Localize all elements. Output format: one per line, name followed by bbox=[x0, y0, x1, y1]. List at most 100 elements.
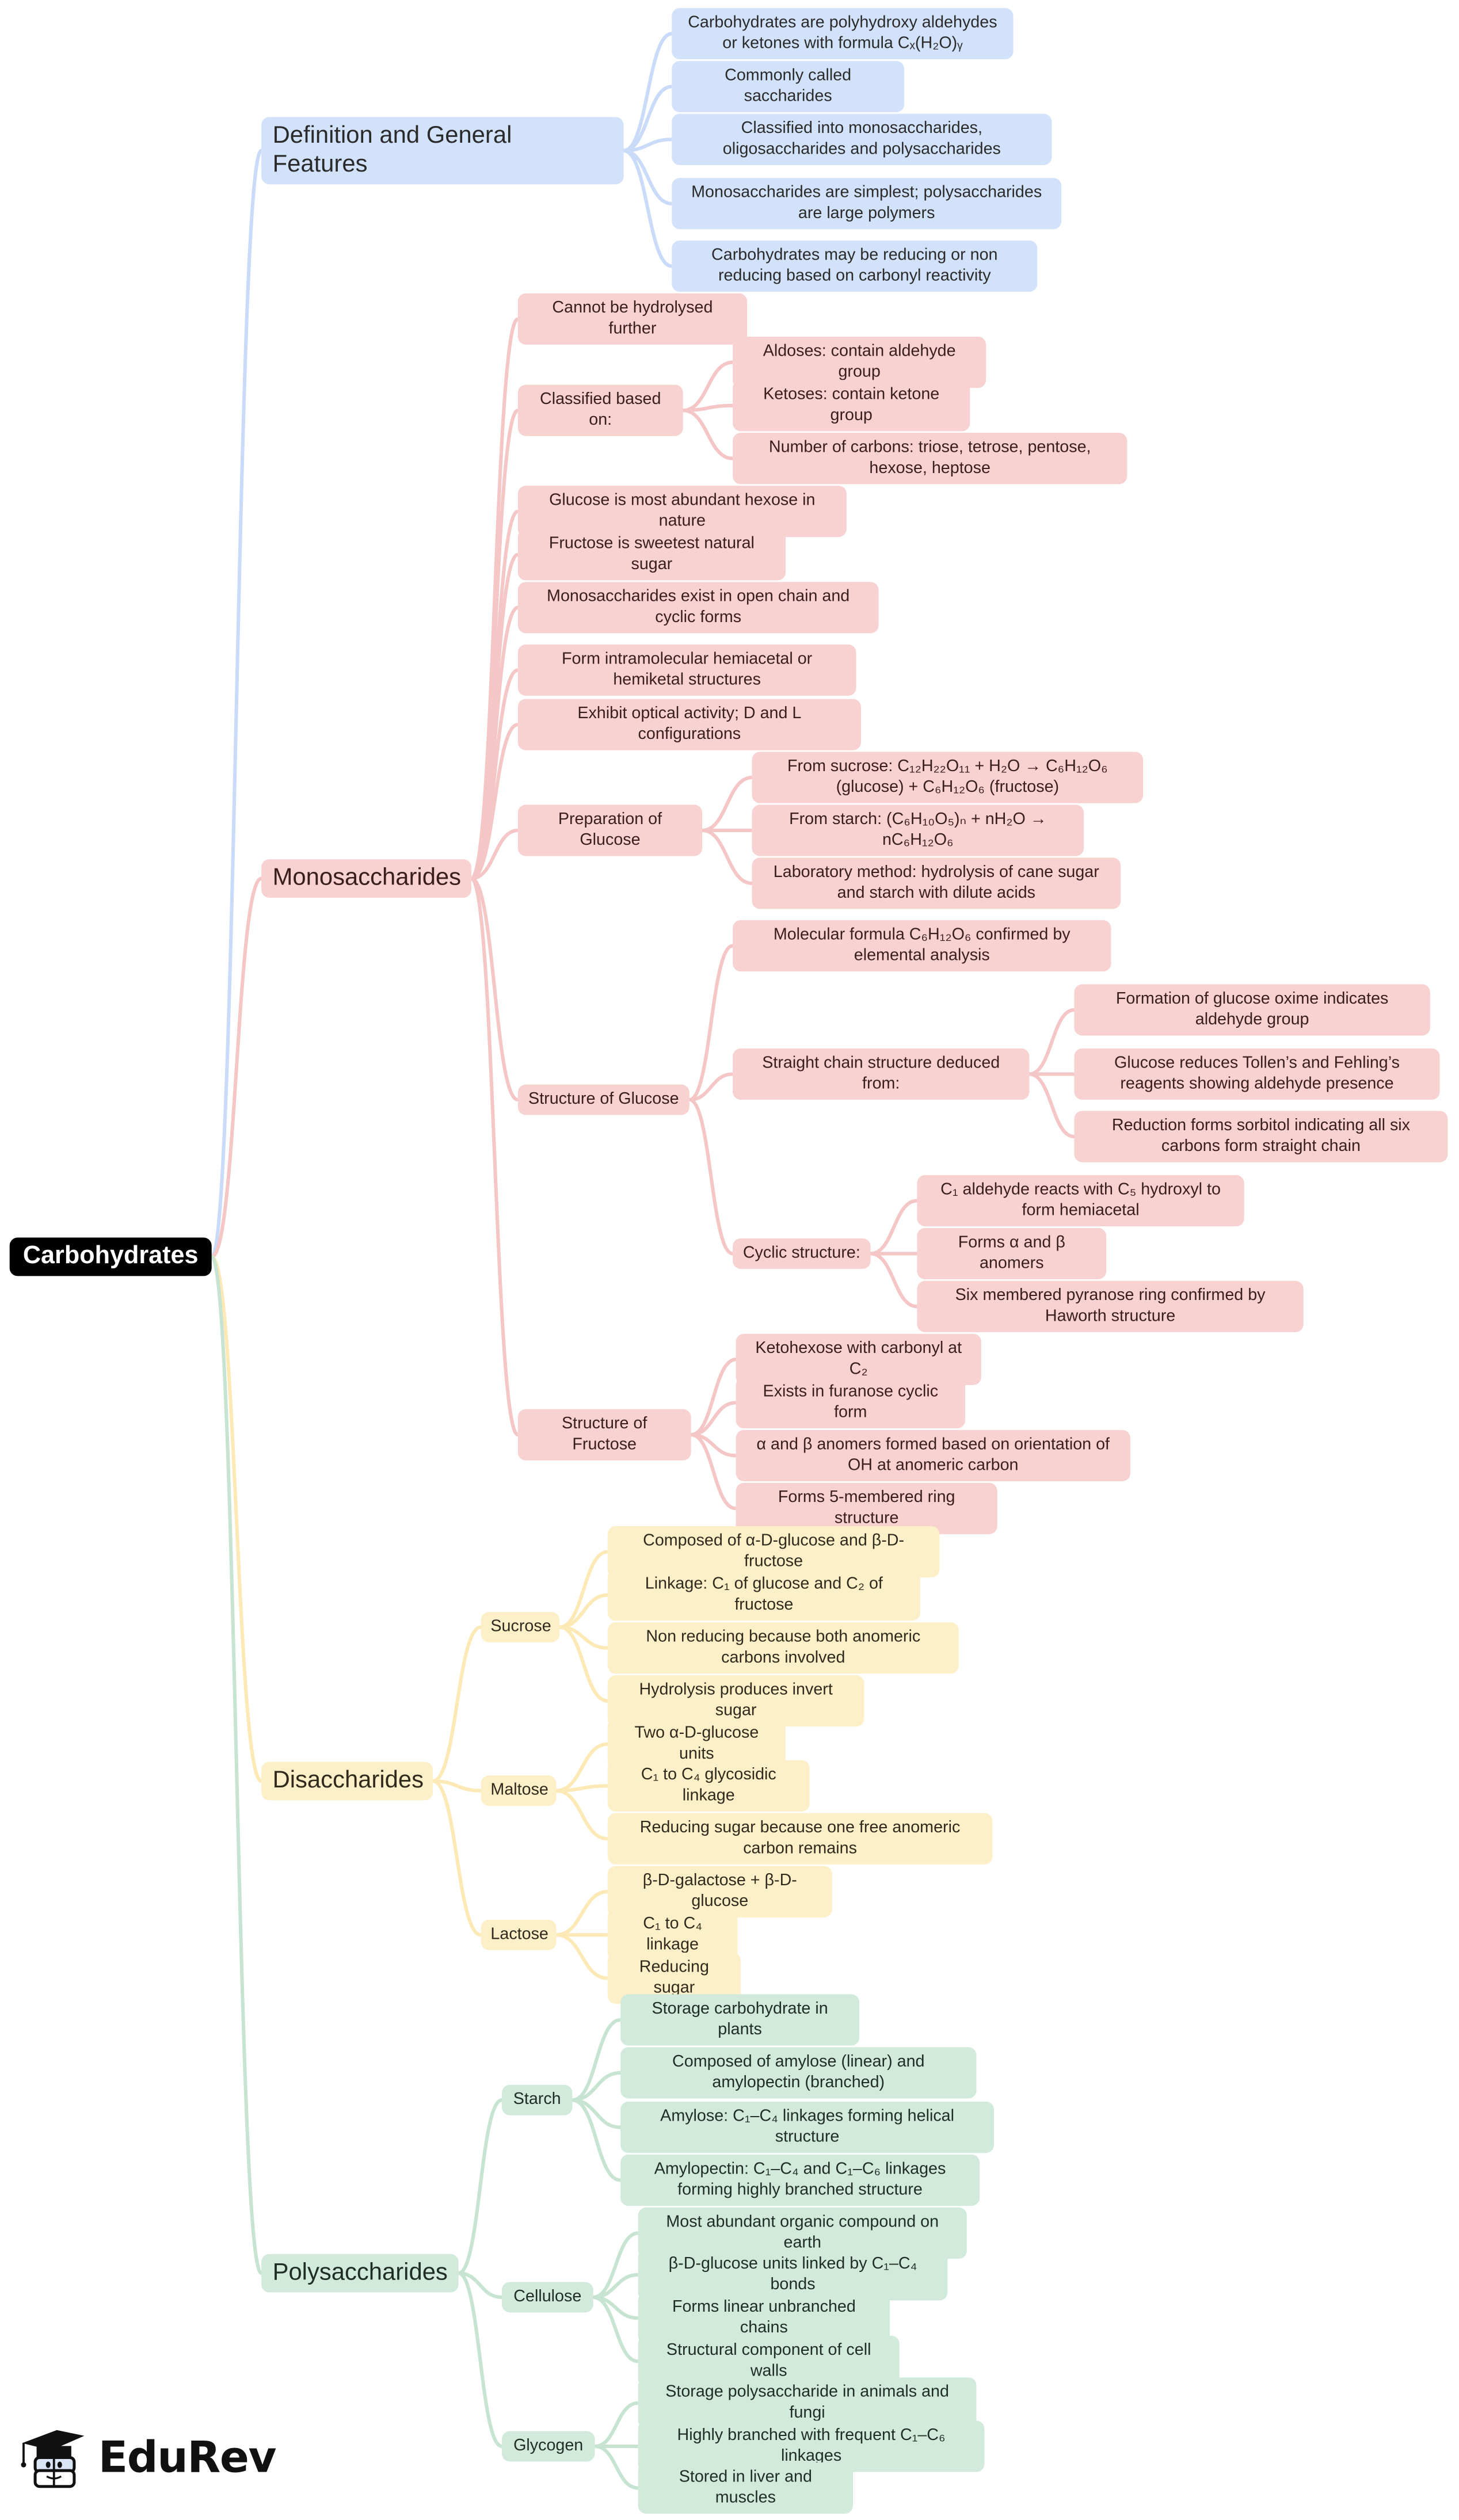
connector-line bbox=[432, 1625, 482, 1783]
connector-line bbox=[595, 2444, 639, 2490]
connector-line bbox=[209, 1255, 264, 2275]
connector-line bbox=[211, 876, 262, 1259]
connector-line bbox=[623, 148, 672, 205]
leaf-node[interactable]: Fructose is sweetest natural sugar bbox=[517, 529, 786, 581]
branch-monosaccharides[interactable]: Monosaccharides bbox=[261, 859, 471, 898]
leaf-node[interactable]: Cannot be hydrolysed further bbox=[517, 293, 748, 345]
leaf-node[interactable]: β-D-glucose units linked by C₁–C₄ bonds bbox=[638, 2249, 948, 2301]
leaf-node[interactable]: Glucose reduces Tollen’s and Fehling’s r… bbox=[1074, 1048, 1440, 1100]
leaf-node[interactable]: Molecular formula C₆H₁₂O₆ confirmed by e… bbox=[733, 920, 1111, 972]
branch-definition[interactable]: Definition and General Features bbox=[261, 117, 624, 185]
leaf-node[interactable]: Carbohydrates are polyhydroxy aldehydes … bbox=[672, 7, 1014, 60]
connector-line bbox=[1028, 1008, 1075, 1076]
sub-node-straight-chain[interactable]: Straight chain structure deduced from: bbox=[733, 1048, 1030, 1100]
leaf-node[interactable]: Storage carbohydrate in plants bbox=[620, 1994, 860, 2046]
connector-line bbox=[470, 876, 519, 1102]
leaf-node[interactable]: Number of carbons: triose, tetrose, pent… bbox=[733, 433, 1127, 485]
root-node[interactable]: Carbohydrates bbox=[9, 1237, 212, 1276]
leaf-node[interactable]: Ketoses: contain ketone group bbox=[733, 380, 970, 432]
sub-node-cyclic-structure[interactable]: Cyclic structure: bbox=[733, 1238, 871, 1269]
leaf-node[interactable]: Exhibit optical activity; D and L config… bbox=[517, 699, 861, 750]
leaf-node[interactable]: Formation of glucose oxime indicates ald… bbox=[1074, 984, 1430, 1036]
leaf-node[interactable]: Linkage: C₁ of glucose and C₂ of fructos… bbox=[607, 1569, 920, 1621]
leaf-node[interactable]: Laboratory method: hydrolysis of cane su… bbox=[752, 857, 1121, 909]
connector-line bbox=[623, 148, 672, 268]
leaf-node[interactable]: Forms 5-membered ring structure bbox=[736, 1482, 997, 1534]
connector-line bbox=[691, 1433, 737, 1511]
sub-node-starch[interactable]: Starch bbox=[501, 2084, 573, 2115]
sub-node-cellulose[interactable]: Cellulose bbox=[501, 2282, 593, 2313]
connector-line bbox=[688, 1097, 734, 1256]
leaf-node[interactable]: Forms α and β anomers bbox=[917, 1227, 1107, 1279]
connector-line bbox=[623, 138, 672, 153]
connector-line bbox=[458, 2271, 502, 2299]
leaf-node[interactable]: Monosaccharides are simplest; polysaccha… bbox=[672, 178, 1062, 230]
connector-line bbox=[433, 1779, 481, 1793]
leaf-node[interactable]: C₁ to C₄ glycosidic linkage bbox=[607, 1760, 810, 1812]
leaf-node[interactable]: Six membered pyranose ring confirmed by … bbox=[917, 1280, 1304, 1332]
sub-node-glycogen[interactable]: Glycogen bbox=[501, 2431, 595, 2462]
leaf-node[interactable]: Amylopectin: C₁–C₄ and C₁–C₆ linkages fo… bbox=[620, 2154, 980, 2206]
connector-line bbox=[702, 828, 752, 885]
leaf-node[interactable]: Storage polysaccharide in animals and fu… bbox=[638, 2377, 977, 2429]
branch-disaccharides[interactable]: Disaccharides bbox=[261, 1762, 433, 1801]
sub-node-structure-of-fructose[interactable]: Structure of Fructose bbox=[517, 1409, 691, 1461]
leaf-node[interactable]: Reducing sugar because one free anomeric… bbox=[607, 1813, 993, 1865]
connector-line bbox=[593, 2295, 639, 2363]
connector-line bbox=[211, 1255, 262, 1783]
leaf-node[interactable]: Non reducing because both anomeric carbo… bbox=[607, 1622, 959, 1674]
leaf-node[interactable]: Composed of amylose (linear) and amylope… bbox=[620, 2047, 977, 2099]
leaf-node[interactable]: Stored in liver and muscles bbox=[638, 2462, 853, 2514]
leaf-node[interactable]: Forms linear unbranched chains bbox=[638, 2292, 890, 2344]
connector-line bbox=[870, 1252, 917, 1309]
connector-line bbox=[556, 1789, 608, 1841]
leaf-node[interactable]: α and β anomers formed based on orientat… bbox=[736, 1429, 1130, 1481]
connector-line bbox=[572, 2018, 621, 2102]
connector-line bbox=[572, 2098, 621, 2182]
leaf-node[interactable]: From starch: (C₆H₁₀O₅)ₙ + nH₂O → nC₆H₁₂O… bbox=[752, 805, 1084, 856]
sub-node-classified[interactable]: Classified based on: bbox=[517, 384, 683, 436]
sub-node-lactose[interactable]: Lactose bbox=[481, 1919, 557, 1950]
leaf-node[interactable]: Form intramolecular hemiacetal or hemike… bbox=[517, 644, 856, 696]
connector-line bbox=[471, 828, 519, 880]
connector-line bbox=[470, 876, 519, 1437]
graduation-cap-book-mascot-icon bbox=[21, 2430, 85, 2488]
leaf-node[interactable]: Carbohydrates may be reducing or non red… bbox=[672, 240, 1038, 292]
leaf-node[interactable]: Commonly called saccharides bbox=[672, 60, 905, 112]
connector-line bbox=[683, 360, 733, 413]
connector-line bbox=[623, 32, 672, 153]
sub-node-sucrose[interactable]: Sucrose bbox=[481, 1612, 560, 1642]
connector-line bbox=[559, 1550, 608, 1629]
leaf-node[interactable]: Hydrolysis produces invert sugar bbox=[607, 1675, 864, 1727]
leaf-node[interactable]: C₁ to C₄ linkage bbox=[607, 1909, 738, 1961]
connector-line bbox=[559, 1625, 608, 1703]
leaf-node[interactable]: Amylose: C₁–C₄ linkages forming helical … bbox=[620, 2102, 995, 2153]
connector-line bbox=[870, 1199, 917, 1256]
leaf-node[interactable]: Classified into monosaccharides, oligosa… bbox=[672, 113, 1052, 165]
branch-polysaccharides[interactable]: Polysaccharides bbox=[261, 2254, 459, 2293]
connector-line bbox=[691, 1358, 737, 1437]
leaf-node[interactable]: Glucose is most abundant hexose in natur… bbox=[517, 486, 847, 537]
leaf-node[interactable]: Aldoses: contain aldehyde group bbox=[733, 336, 986, 388]
connector-line bbox=[688, 944, 734, 1102]
connector-line bbox=[683, 409, 733, 460]
leaf-node[interactable]: Monosaccharides exist in open chain and … bbox=[517, 582, 879, 634]
connector-line bbox=[623, 85, 672, 153]
connector-line bbox=[689, 1072, 733, 1102]
leaf-node[interactable]: β-D-galactose + β-D-glucose bbox=[607, 1866, 832, 1917]
sub-node-structure-of-glucose[interactable]: Structure of Glucose bbox=[517, 1084, 689, 1115]
leaf-node[interactable]: Ketohexose with carbonyl at C₂ bbox=[736, 1333, 981, 1385]
connector-line bbox=[572, 2071, 621, 2102]
leaf-node[interactable]: Composed of α-D-glucose and β-D-fructose bbox=[607, 1526, 940, 1578]
edurev-logo: EduRev bbox=[19, 2420, 277, 2494]
leaf-node[interactable]: From sucrose: C₁₂H₂₂O₁₁ + H₂O → C₆H₁₂O₆ … bbox=[752, 752, 1144, 803]
connector-line bbox=[556, 1742, 608, 1793]
leaf-node[interactable]: Exists in furanose cyclic form bbox=[736, 1377, 965, 1429]
connector-line bbox=[1028, 1072, 1075, 1139]
sub-node-maltose[interactable]: Maltose bbox=[481, 1775, 557, 1806]
leaf-node[interactable]: Reduction forms sorbitol indicating all … bbox=[1074, 1111, 1448, 1162]
sub-node-preparation-of-glucose[interactable]: Preparation of Glucose bbox=[517, 805, 703, 856]
leaf-node[interactable]: C₁ aldehyde reacts with C₅ hydroxyl to f… bbox=[917, 1175, 1244, 1227]
